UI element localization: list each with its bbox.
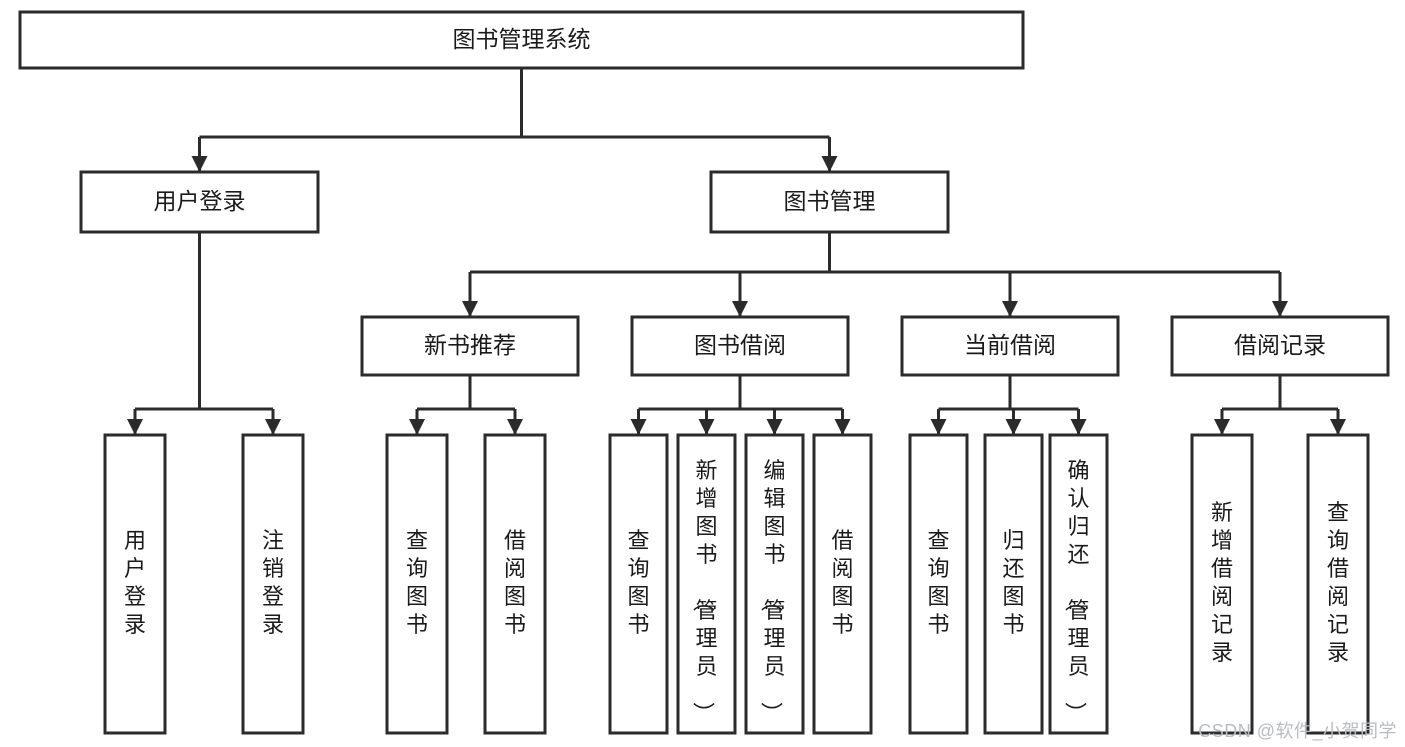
connector-group-book-borrow	[630, 375, 851, 435]
node-label: 用户登录	[124, 528, 146, 637]
node-box	[983, 433, 1044, 735]
node-root[interactable]: 图书管理系统	[18, 10, 1025, 70]
node-label: 当前借阅	[964, 332, 1056, 358]
node-box	[709, 170, 950, 234]
node-label: 图书管理	[784, 188, 876, 214]
node-leaf-query-record[interactable]: 查询借阅记录	[1306, 433, 1370, 735]
arrow-head-icon	[1070, 419, 1087, 435]
node-label: 查询图书	[406, 528, 428, 637]
arrow-head-icon	[1272, 301, 1288, 317]
node-label: 借阅图书	[831, 528, 853, 637]
node-leaf-logout[interactable]: 注销登录	[241, 433, 305, 735]
node-label: 注销登录	[262, 528, 284, 637]
node-box	[812, 433, 873, 735]
connector-group-current-borrow	[930, 375, 1087, 435]
node-leaf-user-login[interactable]: 用户登录	[103, 433, 167, 735]
node-box	[103, 433, 167, 735]
connector-group-borrow-record	[1214, 375, 1346, 435]
node-leaf-query-book-3[interactable]: 查询图书	[908, 433, 969, 735]
arrow-head-icon	[191, 156, 208, 172]
node-leaf-query-book-2[interactable]: 查询图书	[608, 433, 669, 735]
node-book-manage[interactable]: 图书管理	[709, 170, 950, 234]
arrow-head-icon	[462, 301, 478, 317]
node-label: 新增图书（管理员）	[690, 458, 717, 724]
arrow-head-icon	[507, 419, 523, 435]
node-box	[1306, 433, 1370, 735]
node-box	[483, 433, 547, 735]
arrow-head-icon	[265, 419, 281, 435]
node-new-book-rec[interactable]: 新书推荐	[360, 315, 580, 377]
node-label: 图书管理系统	[453, 26, 591, 52]
node-leaf-add-record[interactable]: 新增借阅记录	[1190, 433, 1254, 735]
node-label: 查询图书	[927, 528, 949, 637]
arrow-head-icon	[930, 419, 947, 435]
csdn-watermark: CSDN @软件_小贺同学	[1198, 721, 1397, 741]
node-box	[385, 433, 449, 735]
connector-group-book-manage	[462, 232, 1288, 317]
node-leaf-edit-book[interactable]: 编辑图书（管理员）	[744, 433, 805, 735]
node-leaf-borrow-book-1[interactable]: 借阅图书	[483, 433, 547, 735]
node-box	[241, 433, 305, 735]
node-label: 查询借阅记录	[1327, 500, 1349, 665]
arrow-head-icon	[698, 419, 715, 435]
node-leaf-borrow-book-2[interactable]: 借阅图书	[812, 433, 873, 735]
node-box	[1170, 315, 1390, 377]
node-leaf-query-book-1[interactable]: 查询图书	[385, 433, 449, 735]
node-box	[676, 433, 737, 735]
node-box	[900, 315, 1120, 377]
arrow-head-icon	[834, 419, 851, 435]
node-box	[744, 433, 805, 735]
node-leaf-confirm-return[interactable]: 确认归还（管理员）	[1048, 433, 1109, 735]
arrow-head-icon	[127, 419, 143, 435]
node-label: 用户登录	[154, 188, 246, 214]
connector-layer	[127, 68, 1346, 435]
connector-group-root	[191, 68, 838, 172]
node-box	[18, 10, 1025, 70]
arrow-head-icon	[409, 419, 425, 435]
node-box	[1048, 433, 1109, 735]
node-book-borrow[interactable]: 图书借阅	[630, 315, 850, 377]
node-label: 新书推荐	[424, 332, 516, 358]
node-label: 查询图书	[627, 528, 649, 637]
arrow-head-icon	[821, 156, 838, 172]
node-box	[908, 433, 969, 735]
node-label: 确认归还（管理员）	[1062, 458, 1089, 724]
node-leaf-return-book[interactable]: 归还图书	[983, 433, 1044, 735]
node-box	[79, 170, 320, 234]
arrow-head-icon	[630, 419, 647, 435]
node-borrow-record[interactable]: 借阅记录	[1170, 315, 1390, 377]
node-label: 借阅记录	[1234, 332, 1326, 358]
node-box	[1190, 433, 1254, 735]
arrow-head-icon	[732, 301, 748, 317]
node-leaf-add-book[interactable]: 新增图书（管理员）	[676, 433, 737, 735]
node-box	[360, 315, 580, 377]
arrow-head-icon	[1002, 301, 1018, 317]
node-layer: 图书管理系统用户登录图书管理新书推荐图书借阅当前借阅借阅记录用户登录注销登录查询…	[18, 10, 1390, 735]
node-label: 编辑图书（管理员）	[758, 458, 785, 724]
connector-group-user-login	[127, 232, 281, 435]
node-label: 借阅图书	[504, 528, 526, 637]
arrow-head-icon	[1214, 419, 1230, 435]
node-box	[630, 315, 850, 377]
node-label: 图书借阅	[694, 332, 786, 358]
connector-group-new-book-rec	[409, 375, 523, 435]
node-user-login[interactable]: 用户登录	[79, 170, 320, 234]
node-current-borrow[interactable]: 当前借阅	[900, 315, 1120, 377]
node-box	[608, 433, 669, 735]
arrow-head-icon	[1005, 419, 1022, 435]
arrow-head-icon	[1330, 419, 1346, 435]
node-label: 归还图书	[1002, 528, 1024, 637]
node-label: 新增借阅记录	[1211, 500, 1233, 665]
arrow-head-icon	[766, 419, 783, 435]
